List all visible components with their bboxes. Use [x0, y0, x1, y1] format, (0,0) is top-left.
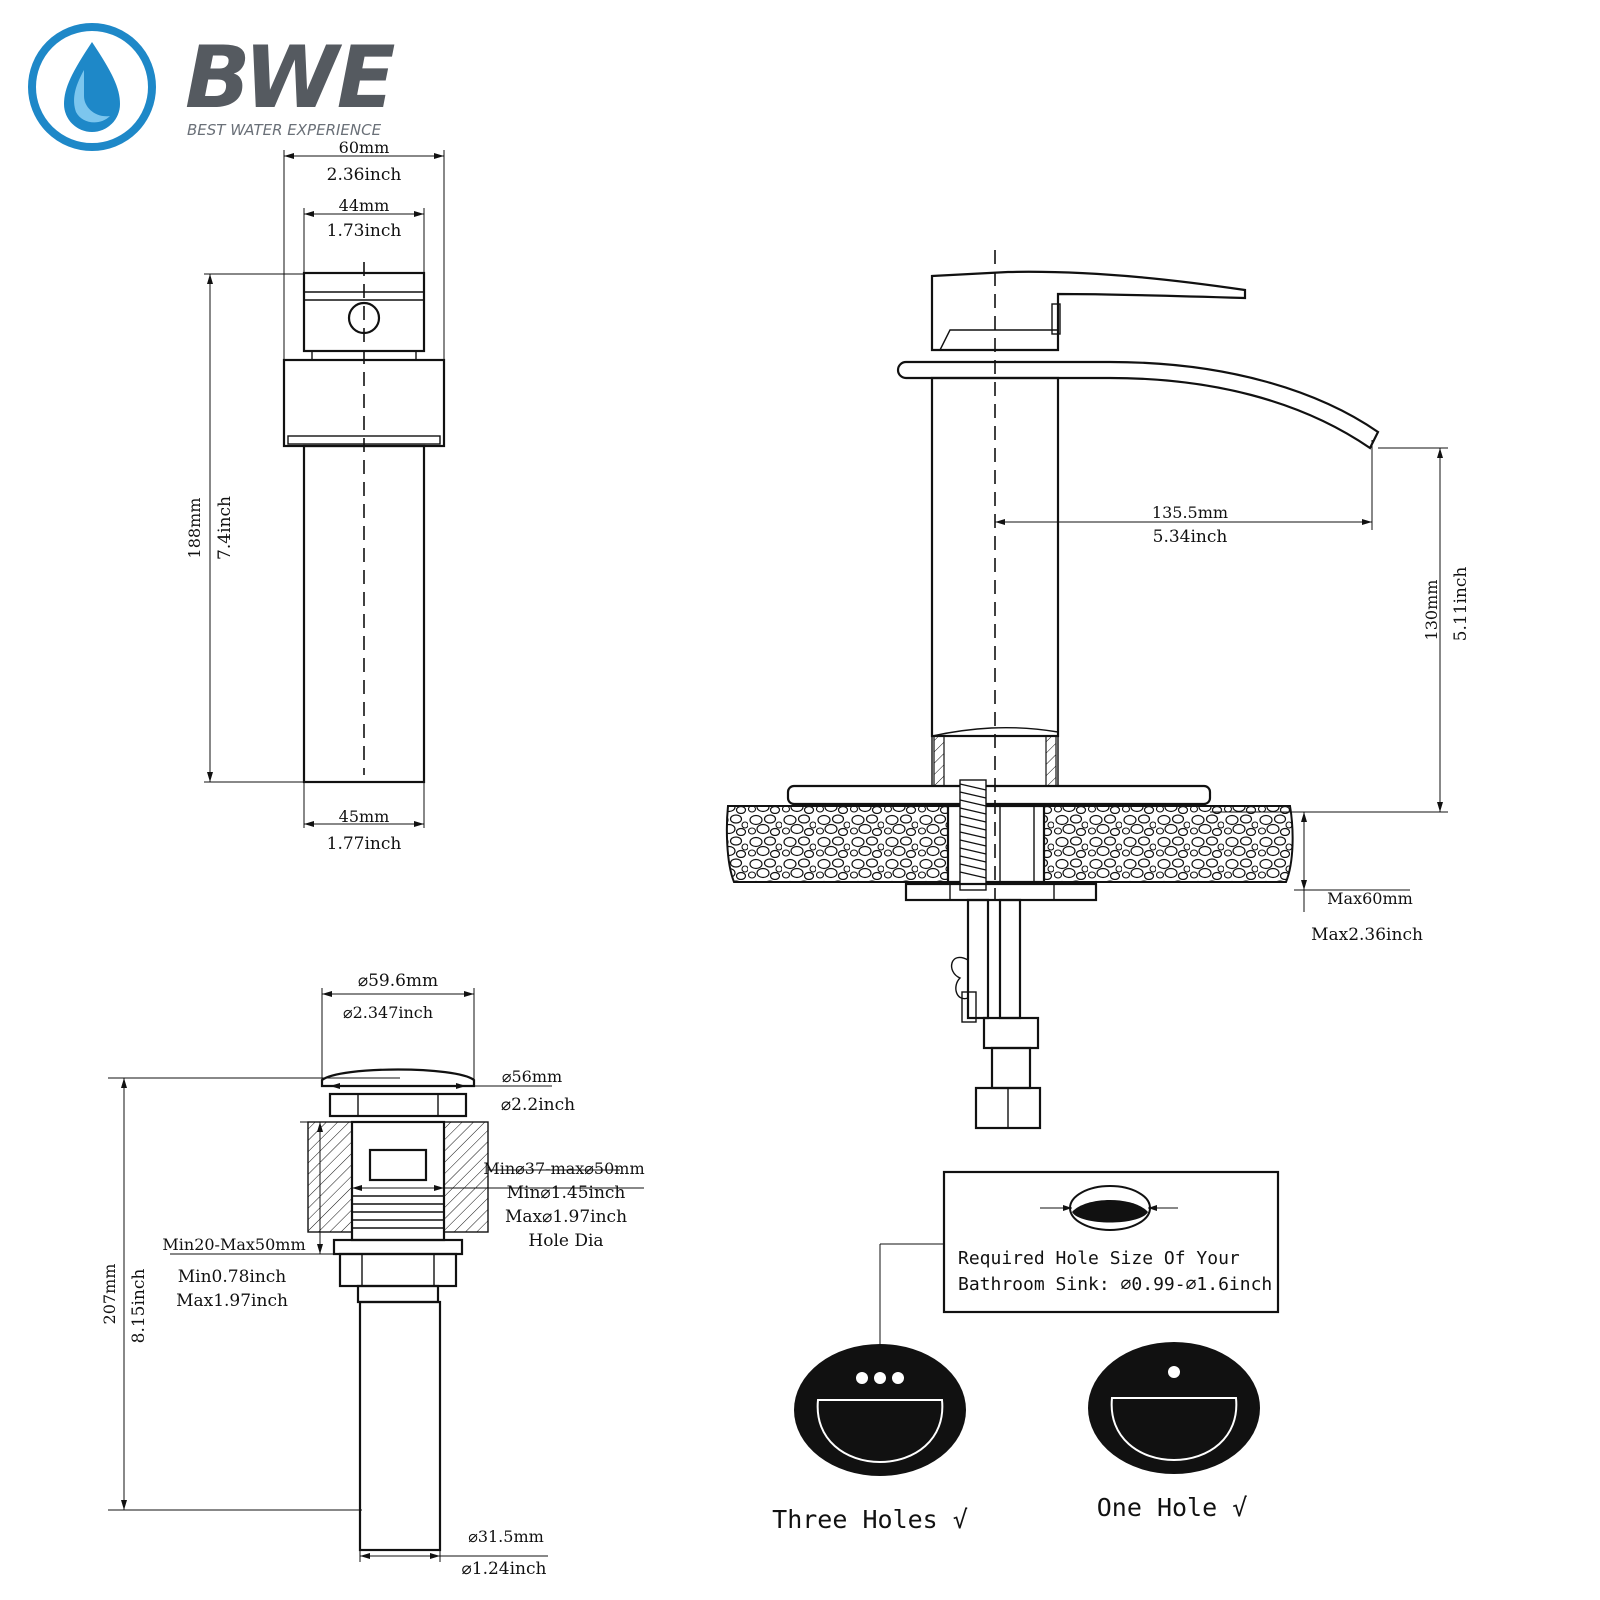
dim-hole-label: Hole Dia	[528, 1231, 603, 1251]
dim-flange-dia-mm: ⌀56mm	[502, 1067, 562, 1086]
drain-flange	[328, 1092, 468, 1118]
brand-logo: BWE BEST WATER EXPERIENCE	[28, 23, 397, 151]
pop-up-drain: ⌀59.6mm ⌀2.347inch ⌀56mm ⌀2.2inch Min⌀37…	[100, 971, 645, 1579]
dim-thickness-max-in: Max1.97inch	[176, 1291, 288, 1311]
faucet-hole-center	[874, 1372, 886, 1384]
faucet-hole-right	[892, 1372, 904, 1384]
dim-top-width-mm: 60mm	[339, 138, 390, 157]
drop-highlight	[74, 70, 110, 123]
dim-height-mm: 188mm	[185, 498, 204, 559]
side-base-plate	[786, 784, 1212, 806]
mounting-plate	[904, 882, 1098, 902]
hole-size-note: Required Hole Size Of Your Bathroom Sink…	[879, 1170, 1280, 1352]
dim-spout-height-in: 5.11inch	[1451, 567, 1471, 642]
three-holes-caption: Three Holes √	[772, 1505, 968, 1534]
brand-name: BWE	[185, 28, 395, 128]
dim-base-width-mm: 45mm	[339, 807, 390, 826]
countertop-right	[1043, 805, 1294, 883]
dim-hole-range-mm: Min⌀37-max⌀50mm	[483, 1159, 644, 1178]
faucet-front-view: 60mm 2.36inch 44mm 1.73inch 188mm 7.4inc…	[185, 138, 446, 854]
dim-tail-dia-mm: ⌀31.5mm	[468, 1527, 544, 1546]
faucet-side-view: 135.5mm 5.34inch 130mm 5.11inch Max60mm …	[725, 250, 1471, 1130]
dim-top-width-in: 2.36inch	[327, 165, 402, 185]
note-line-1: Required Hole Size Of Your	[958, 1248, 1240, 1269]
dim-height-in: 7.4inch	[215, 496, 235, 560]
dim-handle-width-mm: 44mm	[339, 196, 390, 215]
drain-cap	[320, 1068, 476, 1088]
note-line-2: Bathroom Sink: ⌀0.99-⌀1.6inch	[958, 1274, 1272, 1295]
dim-cap-dia-in: ⌀2.347inch	[343, 1003, 433, 1022]
three-hole-sink	[794, 1344, 966, 1476]
drain-locknut	[332, 1238, 464, 1256]
dim-reach-mm: 135.5mm	[1152, 503, 1228, 522]
sink-three-holes: Three Holes √	[772, 1344, 968, 1534]
dim-cap-dia-mm: ⌀59.6mm	[358, 971, 438, 991]
dim-tail-dia-in: ⌀1.24inch	[462, 1559, 547, 1579]
dim-drain-height-mm: 207mm	[100, 1264, 119, 1325]
waterfall-spout	[896, 360, 1380, 450]
dim-base-width-in: 1.77inch	[327, 834, 402, 854]
faucet-hole-left	[856, 1372, 868, 1384]
note-box	[942, 1170, 1280, 1314]
dim-hole-min-in: Min⌀1.45inch	[507, 1183, 626, 1203]
logo-ring	[28, 23, 156, 151]
dim-hole-max-in: Max⌀1.97inch	[505, 1207, 627, 1227]
side-handle	[930, 270, 1247, 352]
sink-one-hole: One Hole √	[1088, 1342, 1260, 1522]
brand-tagline: BEST WATER EXPERIENCE	[187, 121, 382, 139]
drain-tailpiece	[358, 1300, 442, 1552]
one-hole-sink	[1088, 1342, 1260, 1474]
dim-spout-height-mm: 130mm	[1422, 580, 1441, 641]
dim-deck-max-mm: Max60mm	[1327, 889, 1413, 908]
faucet-hole-single	[1168, 1366, 1180, 1378]
dim-thickness-min-in: Min0.78inch	[178, 1267, 287, 1287]
dim-reach-in: 5.34inch	[1153, 527, 1228, 547]
one-hole-caption: One Hole √	[1097, 1493, 1248, 1522]
dim-drain-height-in: 8.15inch	[129, 1269, 149, 1344]
countertop-left	[725, 805, 949, 883]
dim-flange-dia-in: ⌀2.2inch	[501, 1095, 575, 1115]
dim-thickness-mm: Min20-Max50mm	[162, 1235, 305, 1254]
dim-deck-max-in: Max2.36inch	[1311, 925, 1423, 945]
dim-handle-width-in: 1.73inch	[327, 221, 402, 241]
